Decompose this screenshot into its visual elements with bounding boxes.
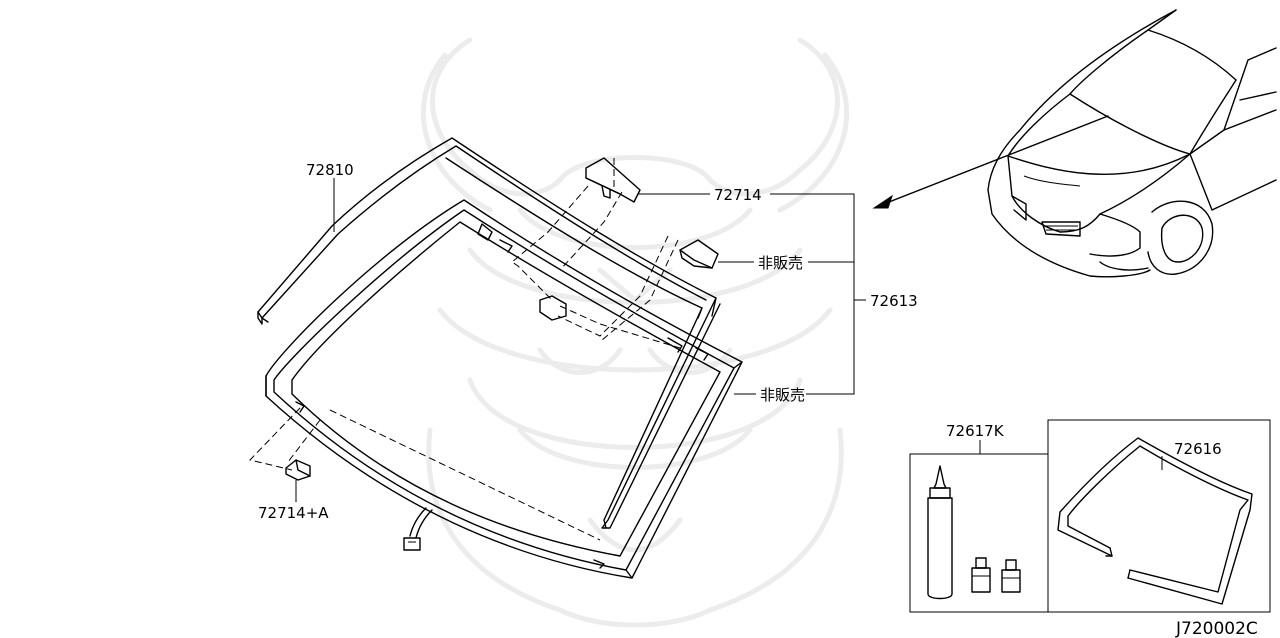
dam-rubber-strip[interactable] <box>1057 437 1253 605</box>
bracket-72714[interactable] <box>585 157 641 203</box>
label-not-sold-lower: 非販売 <box>760 386 805 404</box>
primer-bottle-icon[interactable] <box>971 557 991 593</box>
car-front-quarter-view-icon <box>872 9 1277 278</box>
diagram-code: J720002C <box>1175 619 1258 638</box>
bracket-72714-a[interactable] <box>285 459 311 481</box>
callout-leaders <box>295 178 866 502</box>
primer-bottle-icon[interactable] <box>1001 559 1021 593</box>
dashed-leaders <box>249 158 681 541</box>
label-72714-a: 72714+A <box>258 504 329 522</box>
samurai-helmet-watermark-icon <box>420 37 850 628</box>
kit-boxes <box>909 419 1271 613</box>
windshield-moulding[interactable] <box>257 137 721 529</box>
windshield-glass[interactable] <box>265 199 743 579</box>
label-not-sold-upper: 非販売 <box>758 254 803 272</box>
label-72714: 72714 <box>714 186 762 204</box>
sensor-cover[interactable] <box>679 239 719 269</box>
label-72613: 72613 <box>870 292 918 310</box>
label-72616: 72616 <box>1174 440 1222 458</box>
label-72810: 72810 <box>306 161 354 179</box>
label-72617k: 72617K <box>946 422 1005 440</box>
sealant-tube-icon[interactable] <box>927 465 953 600</box>
